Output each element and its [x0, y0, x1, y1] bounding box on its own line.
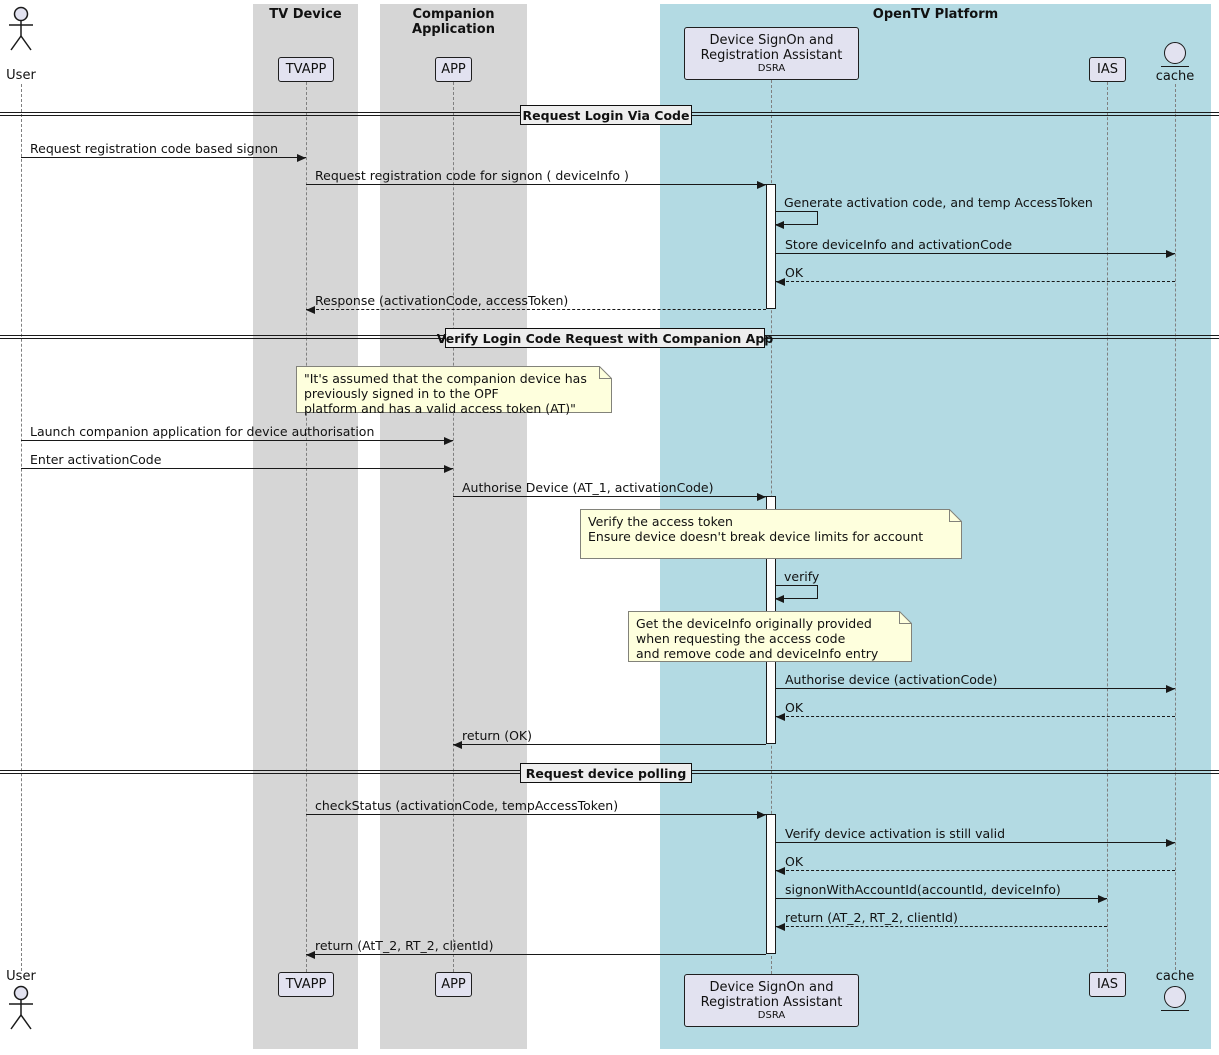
message-arrow-12 — [453, 741, 766, 749]
message-label-3: Store deviceInfo and activationCode — [785, 237, 1013, 252]
note-text: "It's assumed that the companion device … — [304, 371, 587, 416]
message-arrow-8 — [453, 493, 766, 501]
cache-entity-underline — [1161, 1010, 1189, 1011]
group-title-opentv-platform: OpenTV Platform — [872, 7, 999, 22]
message-arrow-6 — [21, 437, 453, 445]
message-arrow-18 — [306, 951, 766, 959]
note-text: Get the deviceInfo originally provided w… — [636, 616, 879, 661]
message-label-10: Authorise device (activationCode) — [785, 672, 998, 687]
note-get-deviceinfo: Get the deviceInfo originally provided w… — [628, 611, 912, 662]
message-label-8: Authorise Device (AT_1, activationCode) — [462, 480, 714, 495]
message-arrow-11 — [776, 713, 1175, 721]
lifeline-cache — [1175, 84, 1176, 970]
message-label-9: verify — [784, 569, 820, 584]
participant-label: IAS — [1097, 977, 1118, 992]
participant-tvapp-bottom: TVAPP — [278, 972, 334, 997]
participant-cache-top: cache — [1155, 69, 1195, 84]
participant-label: Device SignOn and Registration Assistant — [700, 979, 843, 1010]
user-actor-icon — [9, 985, 33, 1030]
message-arrow-3 — [776, 250, 1175, 258]
message-arrow-13 — [306, 811, 766, 819]
cache-entity-underline — [1161, 66, 1189, 67]
participant-label: IAS — [1097, 62, 1118, 77]
message-label-17: return (AT_2, RT_2, clientId) — [785, 910, 958, 925]
user-actor-icon — [9, 6, 33, 51]
note-companion-assumption: "It's assumed that the companion device … — [296, 366, 612, 416]
participant-label: APP — [441, 977, 466, 992]
lifeline-tvapp — [306, 82, 307, 972]
group-title-tv-device: TV Device — [269, 7, 342, 22]
participant-user-bottom: User — [6, 969, 36, 984]
message-label-4: OK — [785, 265, 804, 280]
participant-label: TVAPP — [285, 977, 327, 992]
lifeline-app — [453, 82, 454, 972]
message-label-0: Request registration code based signon — [30, 141, 279, 156]
activation-dsra-3 — [766, 814, 776, 954]
group-title-companion-application: Companion Application — [412, 7, 495, 37]
message-label-1: Request registration code for signon ( d… — [315, 168, 629, 183]
note-verify-access-token: Verify the access token Ensure device do… — [580, 509, 962, 559]
message-label-18: return (AtT_2, RT_2, clientId) — [315, 938, 494, 953]
message-label-7: Enter activationCode — [30, 452, 162, 467]
message-label-5: Response (activationCode, accessToken) — [315, 293, 569, 308]
participant-sublabel: DSRA — [757, 1009, 786, 1021]
lifeline-user — [21, 84, 22, 971]
activation-dsra-1 — [766, 184, 776, 309]
message-arrow-0 — [21, 154, 306, 162]
message-arrow-2-self — [775, 211, 818, 229]
participant-app-top: APP — [435, 57, 472, 82]
participant-cache-bottom: cache — [1155, 969, 1195, 984]
message-label-14: Verify device activation is still valid — [785, 826, 1006, 841]
participant-dsra-top: Device SignOn and Registration Assistant… — [684, 27, 859, 80]
message-label-6: Launch companion application for device … — [30, 424, 375, 439]
cache-entity-icon — [1164, 42, 1186, 64]
divider-request-login-via-code: Request Login Via Code — [520, 105, 692, 125]
divider-request-device-polling: Request device polling — [520, 763, 692, 783]
message-label-16: signonWithAccountId(accountId, deviceInf… — [785, 882, 1061, 897]
participant-dsra-bottom: Device SignOn and Registration Assistant… — [684, 974, 859, 1027]
message-label-11: OK — [785, 700, 804, 715]
message-arrow-5 — [306, 306, 766, 314]
participant-sublabel: DSRA — [757, 62, 786, 74]
message-arrow-17 — [776, 923, 1107, 931]
participant-app-bottom: APP — [435, 972, 472, 997]
message-arrow-9-self — [775, 585, 818, 603]
participant-label: APP — [441, 62, 466, 77]
group-tv-device — [253, 4, 358, 1049]
message-arrow-4 — [776, 278, 1175, 286]
participant-label: Device SignOn and Registration Assistant — [700, 32, 843, 63]
lifeline-ias — [1107, 82, 1108, 972]
participant-tvapp-top: TVAPP — [278, 57, 334, 82]
participant-ias-bottom: IAS — [1089, 972, 1126, 997]
participant-label: TVAPP — [285, 62, 327, 77]
message-arrow-10 — [776, 685, 1175, 693]
message-label-12: return (OK) — [462, 728, 532, 743]
message-label-13: checkStatus (activationCode, tempAccessT… — [315, 798, 619, 813]
note-text: Verify the access token Ensure device do… — [588, 514, 924, 544]
message-arrow-15 — [776, 867, 1175, 875]
participant-ias-top: IAS — [1089, 57, 1126, 82]
divider-verify-login-code: Verify Login Code Request with Companion… — [437, 328, 773, 348]
message-arrow-7 — [21, 465, 453, 473]
message-arrow-1 — [306, 181, 766, 189]
message-arrow-16 — [776, 895, 1107, 903]
message-label-15: OK — [785, 854, 804, 869]
cache-entity-icon — [1164, 986, 1186, 1008]
message-arrow-14 — [776, 839, 1175, 847]
message-label-2: Generate activation code, and temp Acces… — [784, 195, 1093, 210]
participant-user-top: User — [6, 68, 36, 83]
